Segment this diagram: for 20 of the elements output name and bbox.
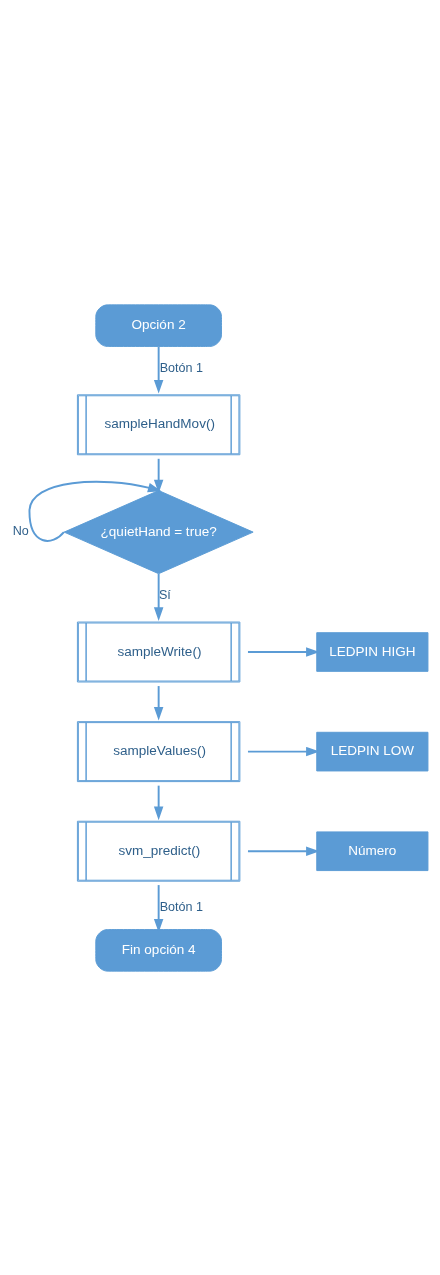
arrow <box>247 646 320 657</box>
node-box: LEDPIN HIGH <box>316 631 429 672</box>
arrow <box>247 746 320 756</box>
node-box: Fin opción 4 <box>95 928 222 972</box>
arrow <box>153 345 164 394</box>
arrow <box>153 883 164 932</box>
node-diamond: ¿quietHand = true? <box>63 489 254 574</box>
arrow <box>247 846 320 856</box>
edge-label: Botón 1 <box>159 899 204 914</box>
node-box: Número <box>316 830 429 871</box>
arrow <box>153 572 164 621</box>
arrow <box>153 457 164 493</box>
arrow <box>153 784 164 820</box>
edge-label: No <box>12 523 29 538</box>
node-box: Opción 2 <box>95 303 222 347</box>
arrow <box>28 480 162 542</box>
node-box: LEDPIN LOW <box>316 731 429 771</box>
arrow <box>153 684 164 721</box>
edge-label: Botón 1 <box>159 360 204 375</box>
edge-label: Sí <box>158 587 171 602</box>
